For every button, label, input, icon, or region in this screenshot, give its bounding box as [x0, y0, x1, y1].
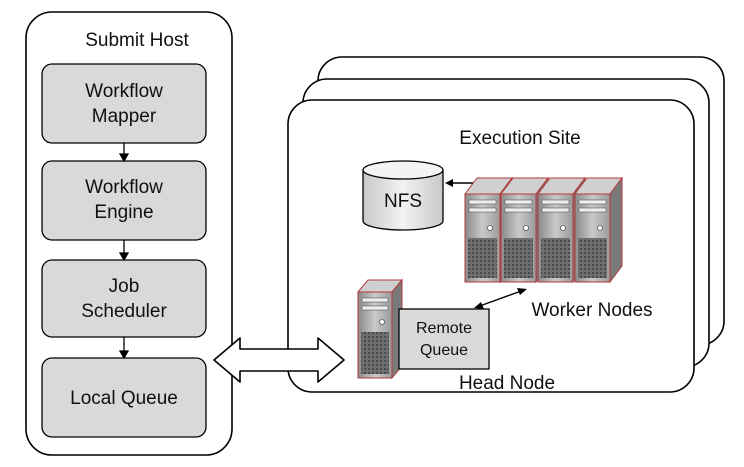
- head-node-server-icon: [356, 278, 404, 380]
- nfs-storage-icon: NFS: [362, 160, 444, 231]
- workflow-mapper-label-line1: Workflow: [85, 81, 163, 102]
- arrowhead-engine-to-scheduler: [118, 252, 130, 262]
- arrowhead-scheduler-to-queue: [118, 350, 130, 360]
- job-scheduler-label-line1: Job: [109, 276, 140, 297]
- remote-queue-label-line2: Queue: [420, 342, 468, 359]
- head-node-label: Head Node: [459, 373, 555, 394]
- execution-site-title: Execution Site: [459, 128, 580, 149]
- worker-nodes-label: Worker Nodes: [531, 300, 652, 321]
- flow-arrows: [118, 143, 130, 360]
- workflow-mapper-box: Workflow Mapper: [41, 63, 207, 144]
- submit-execution-link-arrow: [213, 337, 345, 383]
- arrowhead-mapper-to-engine: [118, 153, 130, 163]
- workflow-engine-label-line2: Engine: [94, 202, 153, 223]
- local-queue-box: Local Queue: [41, 357, 207, 438]
- submit-host-title: Submit Host: [85, 30, 189, 51]
- local-queue-label: Local Queue: [70, 388, 178, 409]
- workflow-engine-label-line1: Workflow: [85, 177, 163, 198]
- nfs-label: NFS: [384, 191, 422, 212]
- workflow-mapper-label-line2: Mapper: [92, 106, 157, 127]
- worker-server-icon-4: [574, 176, 623, 284]
- workflow-engine-box: Workflow Engine: [41, 160, 207, 241]
- job-scheduler-box: Job Scheduler: [41, 259, 207, 338]
- remote-queue-box: Remote Queue: [398, 308, 490, 370]
- queue-worker-link: [474, 288, 527, 309]
- worker-nodes-cluster: [464, 176, 623, 284]
- remote-queue-label-line1: Remote: [416, 320, 472, 337]
- job-scheduler-label-line2: Scheduler: [81, 301, 167, 322]
